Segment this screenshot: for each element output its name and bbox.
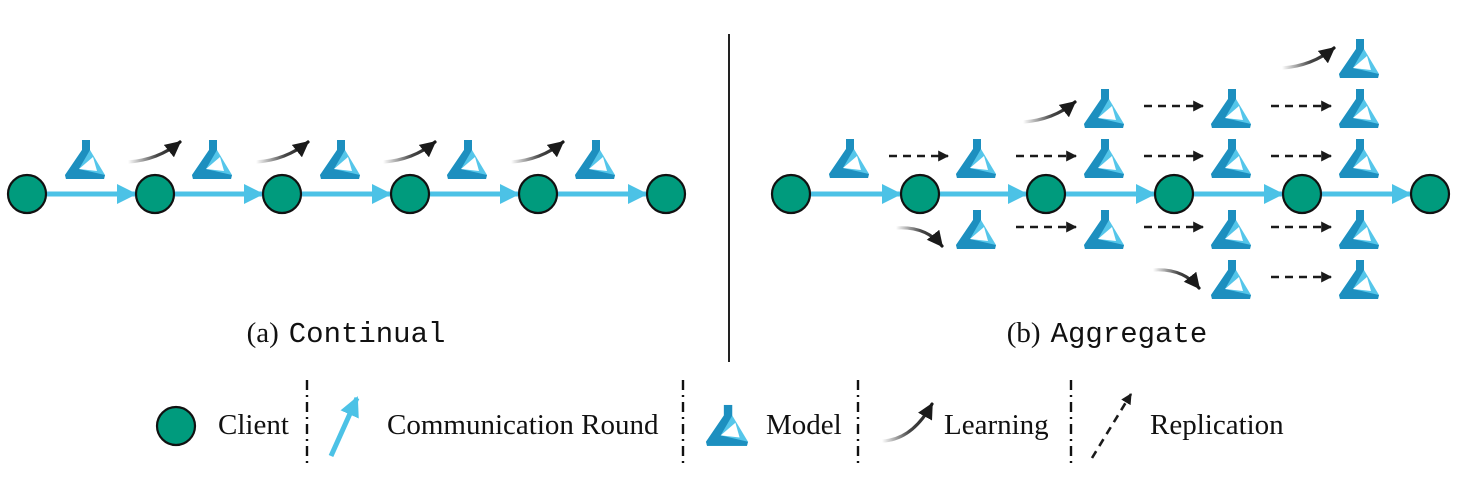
model-flask-icon: [956, 139, 996, 178]
legend-client-label: Client: [218, 409, 289, 441]
learning-curved-arrow-icon: [880, 402, 934, 443]
client-node-icon: [1281, 173, 1323, 215]
legend-separators: [305, 380, 1073, 468]
model-flask-icon: [320, 140, 360, 179]
learning-arrow: [254, 140, 310, 164]
model-flask-icon: [1339, 39, 1379, 78]
client-nodes: [6, 173, 1451, 215]
panel-b-caption: (b) Aggregate: [1007, 317, 1207, 351]
client-node-icon: [770, 173, 812, 215]
legend-icons: [155, 393, 1133, 459]
learning-arrow: [381, 140, 437, 164]
learning-arrow: [126, 140, 182, 164]
model-flask-icon: [65, 140, 105, 179]
client-node-icon: [517, 173, 559, 215]
panel-a-name: Continual: [289, 318, 446, 351]
communication-round-arrow-icon: [328, 396, 360, 458]
model-flask-icon: [1211, 260, 1251, 299]
model-flask-icon: [192, 140, 232, 179]
model-flask-icon: [1211, 210, 1251, 249]
model-flask-icon: [1339, 260, 1379, 299]
model-flask-icon: [829, 139, 869, 178]
client-node-icon: [389, 173, 431, 215]
learning-arrow: [1021, 100, 1077, 124]
panel-a-prefix: (a): [247, 317, 279, 349]
legend-learning-label: Learning: [944, 409, 1049, 441]
model-flask-icon: [1084, 139, 1124, 178]
panel-a-caption: (a) Continual: [247, 317, 446, 351]
model-flask-icon: [1211, 139, 1251, 178]
model-flask-icon: [1339, 89, 1379, 128]
model-flask-icon: [575, 140, 615, 179]
model-flask-icon: [706, 404, 748, 446]
panel-b-name: Aggregate: [1051, 318, 1208, 351]
replication-arrows: [889, 100, 1333, 283]
model-flask-icon: [447, 140, 487, 179]
model-flask-icon: [1084, 89, 1124, 128]
learning-arrow: [1280, 46, 1336, 70]
client-node-icon: [645, 173, 687, 215]
model-icons: [65, 39, 1379, 299]
model-flask-icon: [1339, 210, 1379, 249]
client-node-icon: [155, 405, 197, 447]
client-node-icon: [1409, 173, 1451, 215]
legend-model-label: Model: [766, 409, 842, 441]
model-flask-icon: [956, 210, 996, 249]
learning-arrow: [894, 226, 944, 248]
panel-b-prefix: (b): [1007, 317, 1041, 349]
client-node-icon: [6, 173, 48, 215]
learning-arrows: [126, 46, 1336, 290]
replication-dashed-arrow-icon: [1090, 393, 1133, 459]
learning-arrow: [1151, 268, 1201, 290]
model-flask-icon: [1211, 89, 1251, 128]
model-flask-icon: [1339, 139, 1379, 178]
client-node-icon: [261, 173, 303, 215]
client-node-icon: [1153, 173, 1195, 215]
legend-round-label: Communication Round: [387, 409, 659, 441]
legend-replication-label: Replication: [1150, 409, 1284, 441]
client-node-icon: [1025, 173, 1067, 215]
learning-arrow: [509, 140, 565, 164]
client-node-icon: [134, 173, 176, 215]
model-flask-icon: [1084, 210, 1124, 249]
client-node-icon: [899, 173, 941, 215]
